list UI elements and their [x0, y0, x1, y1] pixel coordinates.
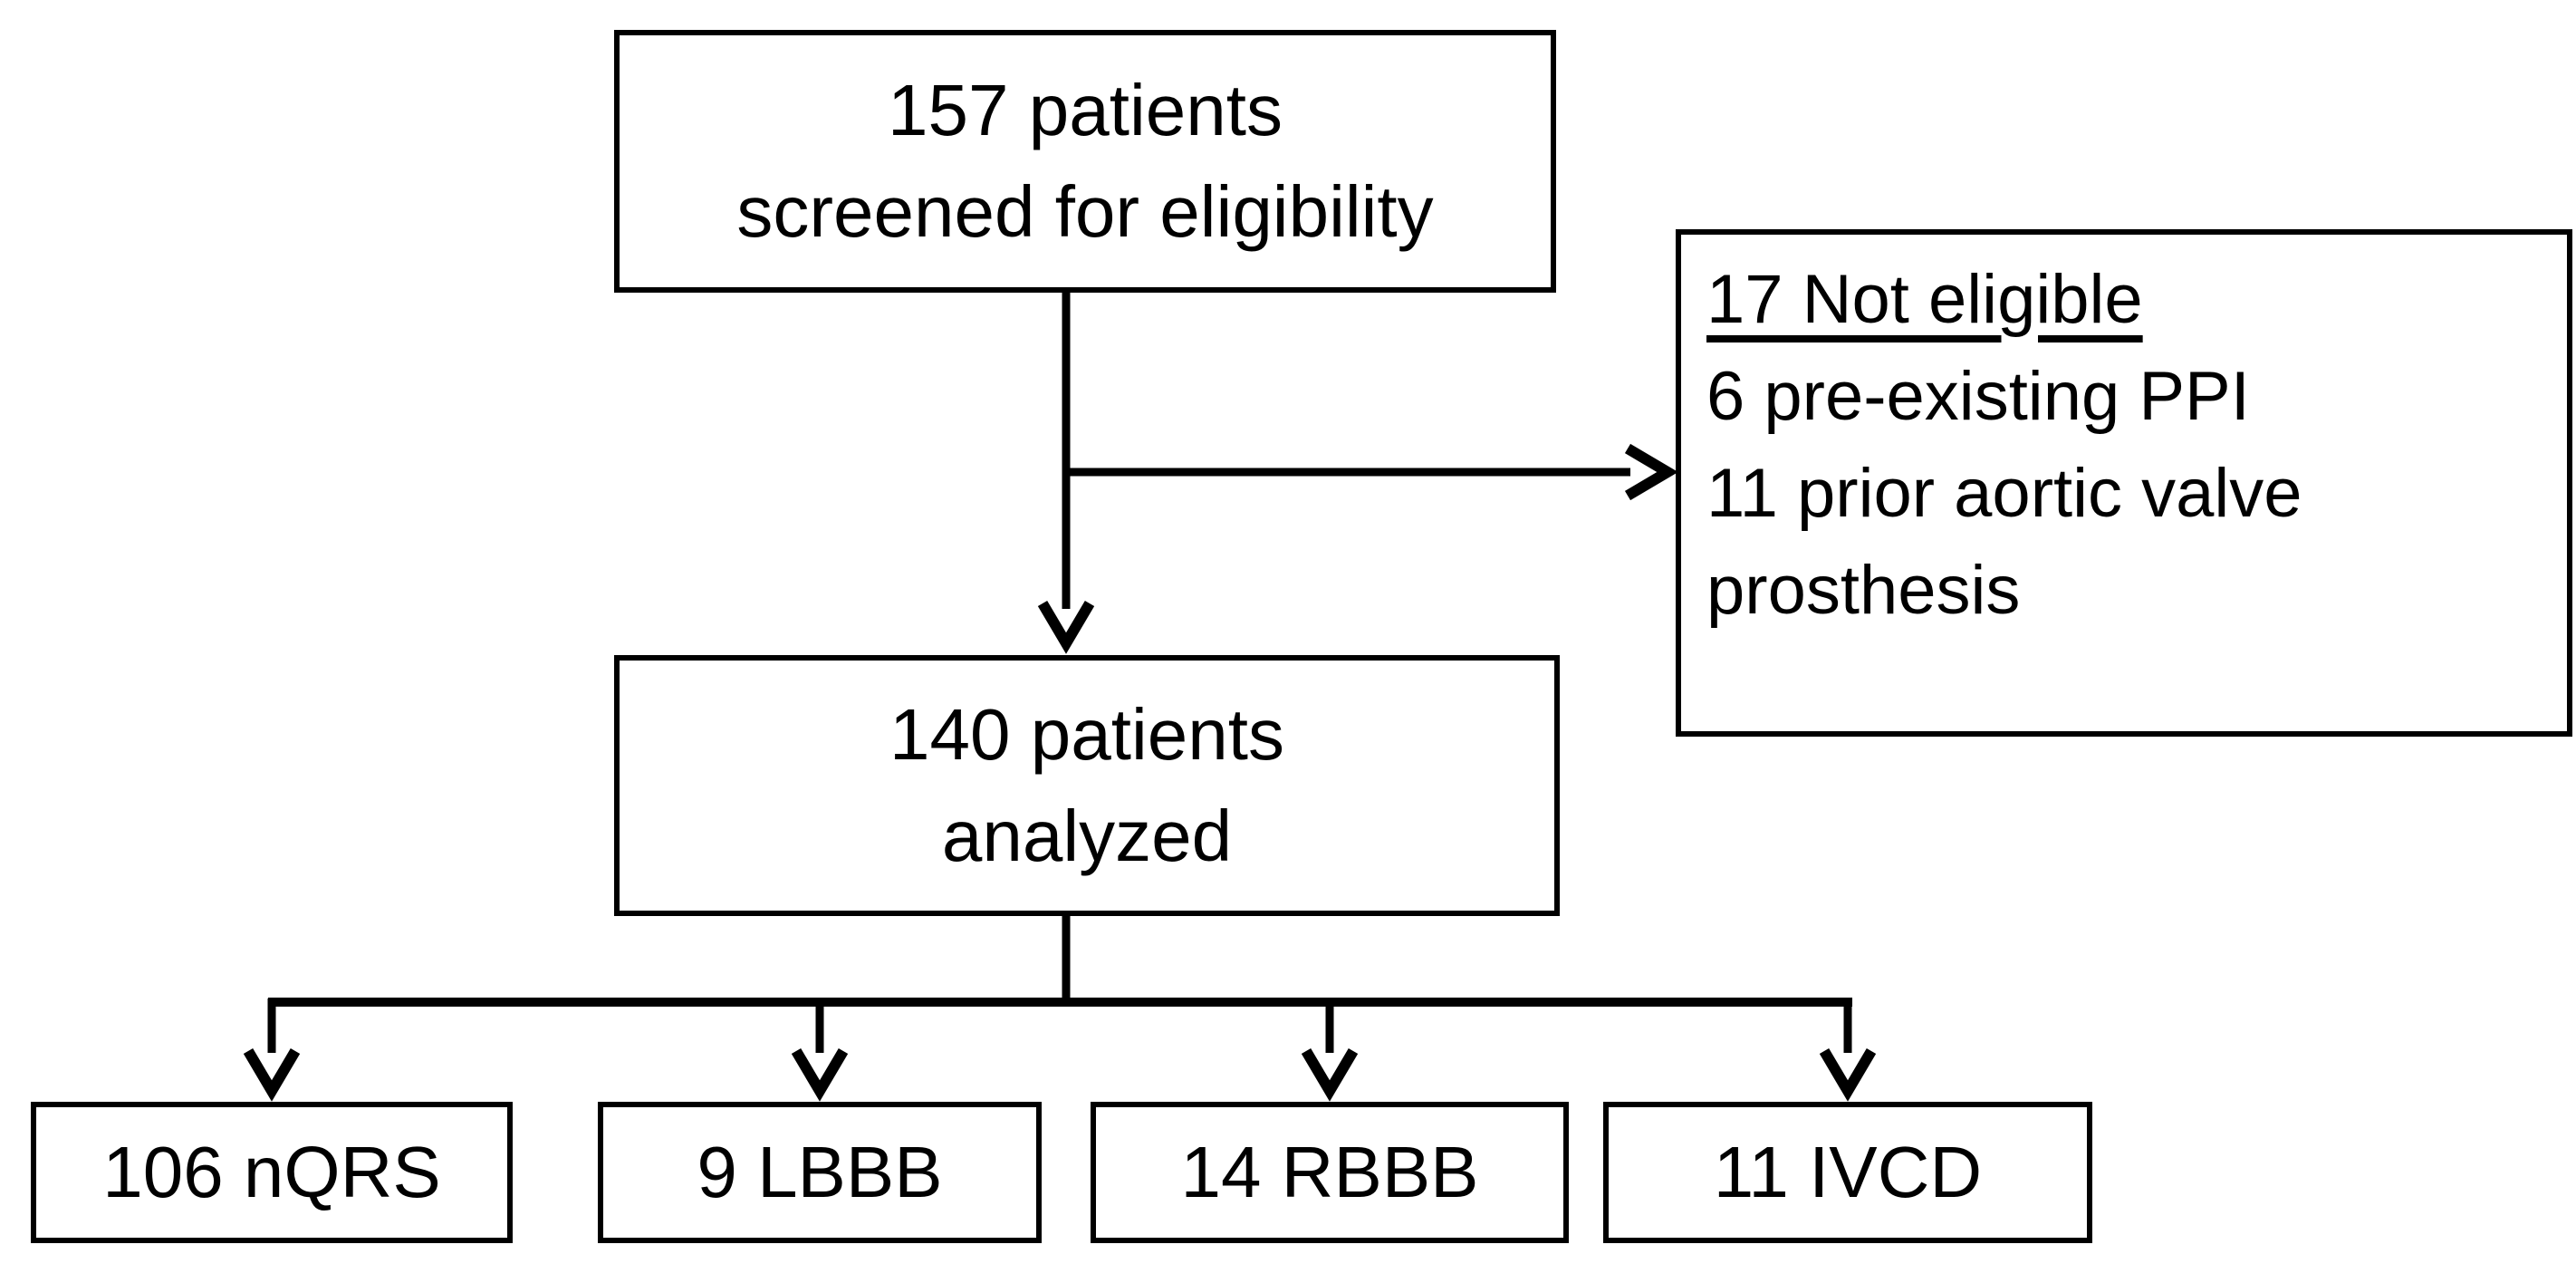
- not-eligible-item: 11 prior aortic valve prosthesis: [1706, 455, 2302, 629]
- outcome-label: 106 nQRS: [102, 1132, 441, 1212]
- outcome-label: 14 RBBB: [1180, 1132, 1479, 1212]
- box-outcome-ivcd: 11 IVCD: [1603, 1102, 2092, 1243]
- box-outcome-rbbb: 14 RBBB: [1091, 1102, 1569, 1243]
- box-screened: 157 patients screened for eligibility: [614, 30, 1556, 293]
- outcome-arrow-2-arrowhead-icon: [791, 1047, 849, 1102]
- box-outcome-nqrs: 106 nQRS: [31, 1102, 513, 1243]
- not-eligible-title: 17 Not eligible: [1706, 261, 2143, 338]
- screened-count-text: 157 patients: [888, 70, 1283, 150]
- outcome-arrow-4-arrowhead-icon: [1819, 1047, 1877, 1102]
- analyzed-desc-text: analyzed: [941, 796, 1233, 876]
- box-outcome-lbbb: 9 LBBB: [598, 1102, 1042, 1243]
- screened-to-analyzed-arrowhead-icon: [1037, 600, 1095, 654]
- outcome-arrow-1-arrowhead-icon: [243, 1047, 301, 1102]
- outcome-arrow-3-arrowhead-icon: [1301, 1047, 1359, 1102]
- outcome-label: 9 LBBB: [697, 1132, 943, 1212]
- box-analyzed: 140 patients analyzed: [614, 655, 1560, 916]
- analyzed-count-text: 140 patients: [889, 694, 1284, 775]
- not-eligible-item: 6 pre-existing PPI: [1706, 358, 2250, 435]
- outcome-label: 11 IVCD: [1713, 1132, 1983, 1212]
- branch-to-not-eligible-arrowhead-icon: [1624, 443, 1678, 501]
- screened-desc-text: screened for eligibility: [736, 171, 1434, 252]
- box-not-eligible: 17 Not eligible 6 pre-existing PPI 11 pr…: [1676, 229, 2572, 737]
